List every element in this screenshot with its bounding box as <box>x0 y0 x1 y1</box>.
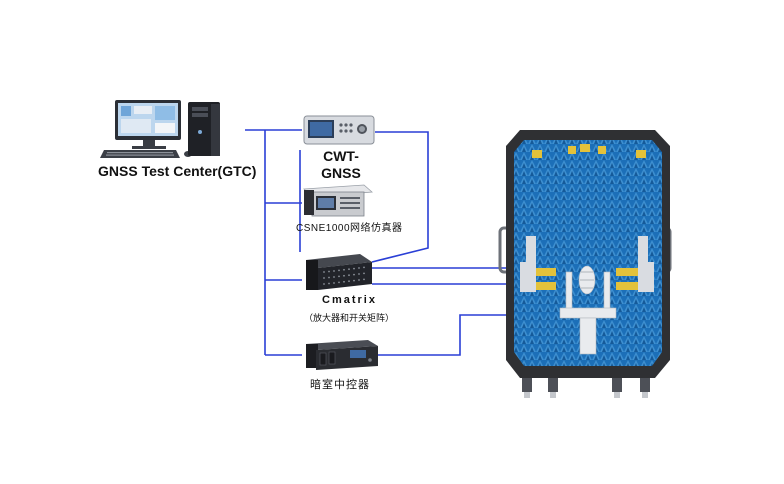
gtc-label: GNSS Test Center(GTC) <box>98 163 257 179</box>
network-emulator-icon <box>303 184 373 217</box>
cmatrix-sublabel: （放大器和开关矩阵） <box>304 313 395 323</box>
link-cwt-cmatrix <box>371 131 429 263</box>
anechoic-chamber-icon <box>498 130 672 398</box>
cwt-label-line1: CWT- <box>323 148 359 164</box>
cwt-instrument-icon <box>303 115 375 145</box>
chamber-controller-icon <box>306 340 378 370</box>
computer-icon <box>100 100 220 158</box>
cwt-label-line2: GNSS <box>321 165 361 181</box>
side-antennas <box>530 268 642 290</box>
rack-switch-matrix-icon <box>306 254 372 290</box>
cmatrix-label: Cmatrix <box>322 294 377 306</box>
cwt-label: CWT- GNSS <box>318 148 364 182</box>
controller-label: 暗室中控器 <box>310 379 370 391</box>
positioner <box>559 265 617 355</box>
csne-label: CSNE1000网络仿真器 <box>296 223 403 234</box>
